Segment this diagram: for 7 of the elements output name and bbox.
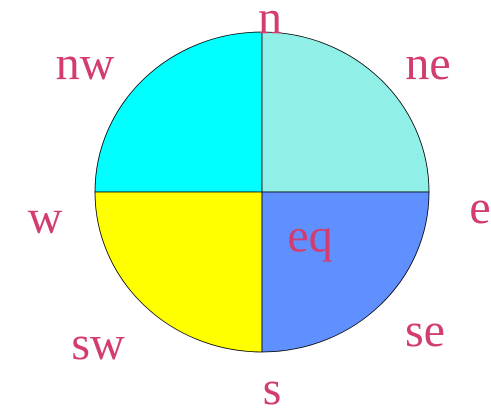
compass-label: ne [406,56,449,80]
compass-label: n [259,10,282,34]
compass-label: e [471,200,489,224]
compass-label: sw [73,336,124,360]
compass-label: w [28,210,62,234]
compass-label: nw [56,56,114,80]
compass-label: s [264,381,280,405]
